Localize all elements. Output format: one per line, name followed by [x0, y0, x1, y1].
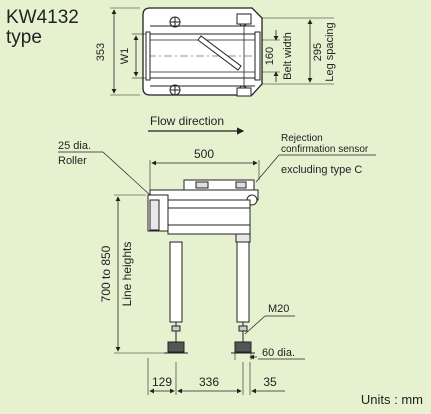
line-heights-label: Line heights	[120, 242, 134, 307]
rejection-sensor-label-2: confirmation sensor	[281, 144, 369, 155]
sensor-leader	[255, 154, 280, 183]
roller-leader	[102, 151, 151, 196]
conveyor-side	[147, 179, 259, 354]
flow-direction-label: Flow direction	[150, 114, 224, 128]
bottom-dimensions	[147, 358, 285, 395]
excluding-type-c-label: excluding type C	[281, 164, 362, 176]
m20-leader	[244, 315, 266, 335]
roller-dia-label: 25 dia.	[58, 140, 91, 152]
dim-160-label: 160	[264, 47, 276, 65]
top-view	[110, 7, 334, 97]
model-title-line2: type	[6, 27, 42, 48]
line-heights-range-label: 700 to 850	[99, 245, 113, 302]
rejection-sensor-label-1: Rejection	[281, 133, 323, 144]
leg-spacing-label: Leg spacing	[324, 22, 336, 81]
dim-129-label: 129	[152, 375, 172, 389]
m20-label: M20	[268, 303, 289, 315]
dim-336-label: 336	[199, 375, 219, 389]
dim-295-label: 295	[312, 43, 324, 61]
foot-dia-label: 60 dia.	[262, 347, 295, 359]
units-label: Units : mm	[360, 392, 423, 407]
belt-width-label: Belt width	[282, 32, 294, 80]
dim-35-label: 35	[263, 375, 277, 389]
model-title-line1: KW4132	[6, 7, 79, 28]
roller-label: Roller	[58, 155, 87, 167]
model-title: KW4132 type	[6, 8, 79, 48]
dim-353-label: 353	[95, 43, 107, 61]
dim-w1-label: W1	[119, 48, 131, 65]
dim-500-label: 500	[194, 147, 214, 161]
